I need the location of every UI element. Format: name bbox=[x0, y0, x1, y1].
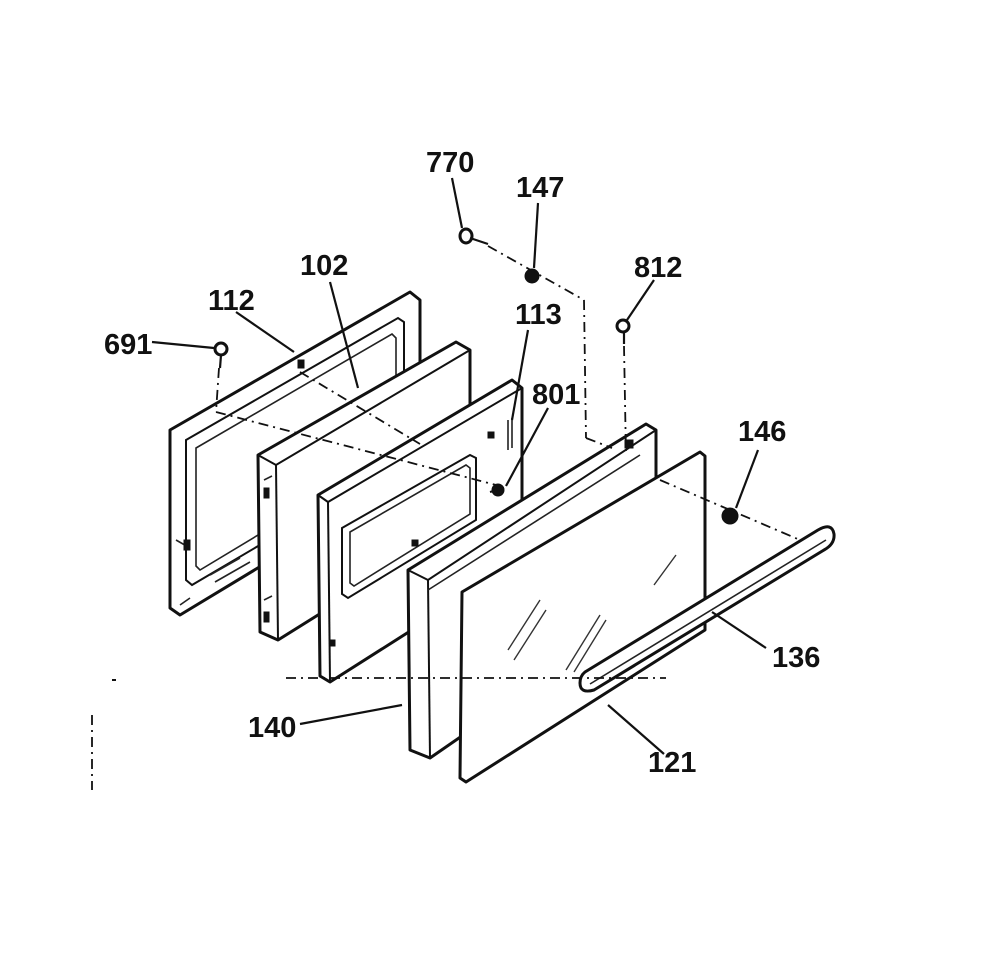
screw-770-icon bbox=[458, 227, 489, 246]
callout-labels: 770 147 812 102 112 691 113 801 146 136 … bbox=[104, 147, 820, 779]
label-140: 140 bbox=[248, 712, 296, 744]
label-146: 146 bbox=[738, 416, 786, 448]
label-812: 812 bbox=[634, 252, 682, 284]
leader-lines bbox=[151, 177, 767, 755]
fastener-801-icon bbox=[489, 483, 505, 497]
outer-glass-121 bbox=[458, 450, 707, 784]
spacer-146-icon bbox=[721, 507, 739, 525]
washer-147-icon bbox=[524, 268, 540, 284]
label-121: 121 bbox=[648, 747, 696, 779]
label-801: 801 bbox=[532, 379, 580, 411]
assembly-lines bbox=[215, 245, 801, 679]
label-147: 147 bbox=[516, 172, 564, 204]
label-770: 770 bbox=[426, 147, 474, 179]
label-102: 102 bbox=[300, 250, 348, 282]
door-handle-136 bbox=[578, 525, 836, 693]
screw-691-icon bbox=[213, 341, 229, 369]
label-691: 691 bbox=[104, 329, 152, 361]
label-136: 136 bbox=[772, 642, 820, 674]
hardware bbox=[213, 227, 739, 525]
label-113: 113 bbox=[515, 299, 562, 331]
screw-812-icon bbox=[615, 318, 631, 344]
alignment-marks bbox=[91, 679, 116, 790]
label-112: 112 bbox=[208, 285, 255, 317]
